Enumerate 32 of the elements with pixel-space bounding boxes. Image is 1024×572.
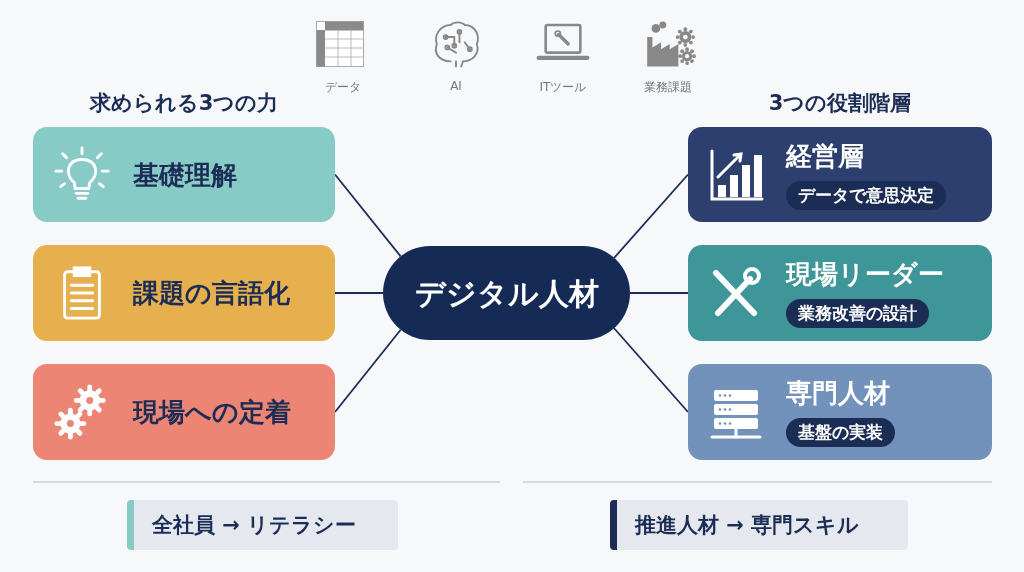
card-title: 基礎理解	[133, 158, 237, 192]
skill-card	[33, 364, 335, 460]
role-tag: 業務改善の設計	[786, 299, 929, 328]
card-title: 専門人材	[786, 377, 890, 410]
connector-line	[334, 328, 402, 413]
summary-text: 推進人材 → 専門スキル	[635, 512, 860, 539]
card-title: 経営層	[786, 140, 864, 173]
role-tag: データで意思決定	[786, 181, 946, 210]
summary-box	[127, 500, 398, 550]
skill-card	[33, 127, 335, 222]
card-title: 現場リーダー	[786, 258, 944, 291]
connector-line	[334, 173, 402, 258]
connector-line	[613, 327, 689, 413]
connector-line	[613, 173, 689, 259]
role-card	[688, 364, 992, 460]
connector-line	[629, 292, 689, 294]
role-card	[688, 245, 992, 341]
section-heading: 求められる3つの力	[89, 90, 279, 117]
role-card	[688, 127, 992, 222]
icon-caption: データ	[325, 79, 361, 96]
section-heading: 3つの役割階層	[768, 90, 912, 117]
summary-box	[610, 500, 908, 550]
icon-caption: 業務課題	[644, 79, 692, 96]
role-tag: 基盤の実装	[786, 418, 895, 447]
skill-card	[33, 245, 335, 341]
node-title: デジタル人材	[413, 275, 600, 313]
icon-caption: AI	[450, 79, 462, 93]
icon-caption: ITツール	[539, 79, 587, 96]
card-title: 現場への定着	[133, 396, 291, 429]
connector-line	[334, 292, 384, 294]
summary-text: 全社員 → リテラシー	[152, 512, 357, 539]
card-title: 課題の言語化	[133, 277, 290, 310]
